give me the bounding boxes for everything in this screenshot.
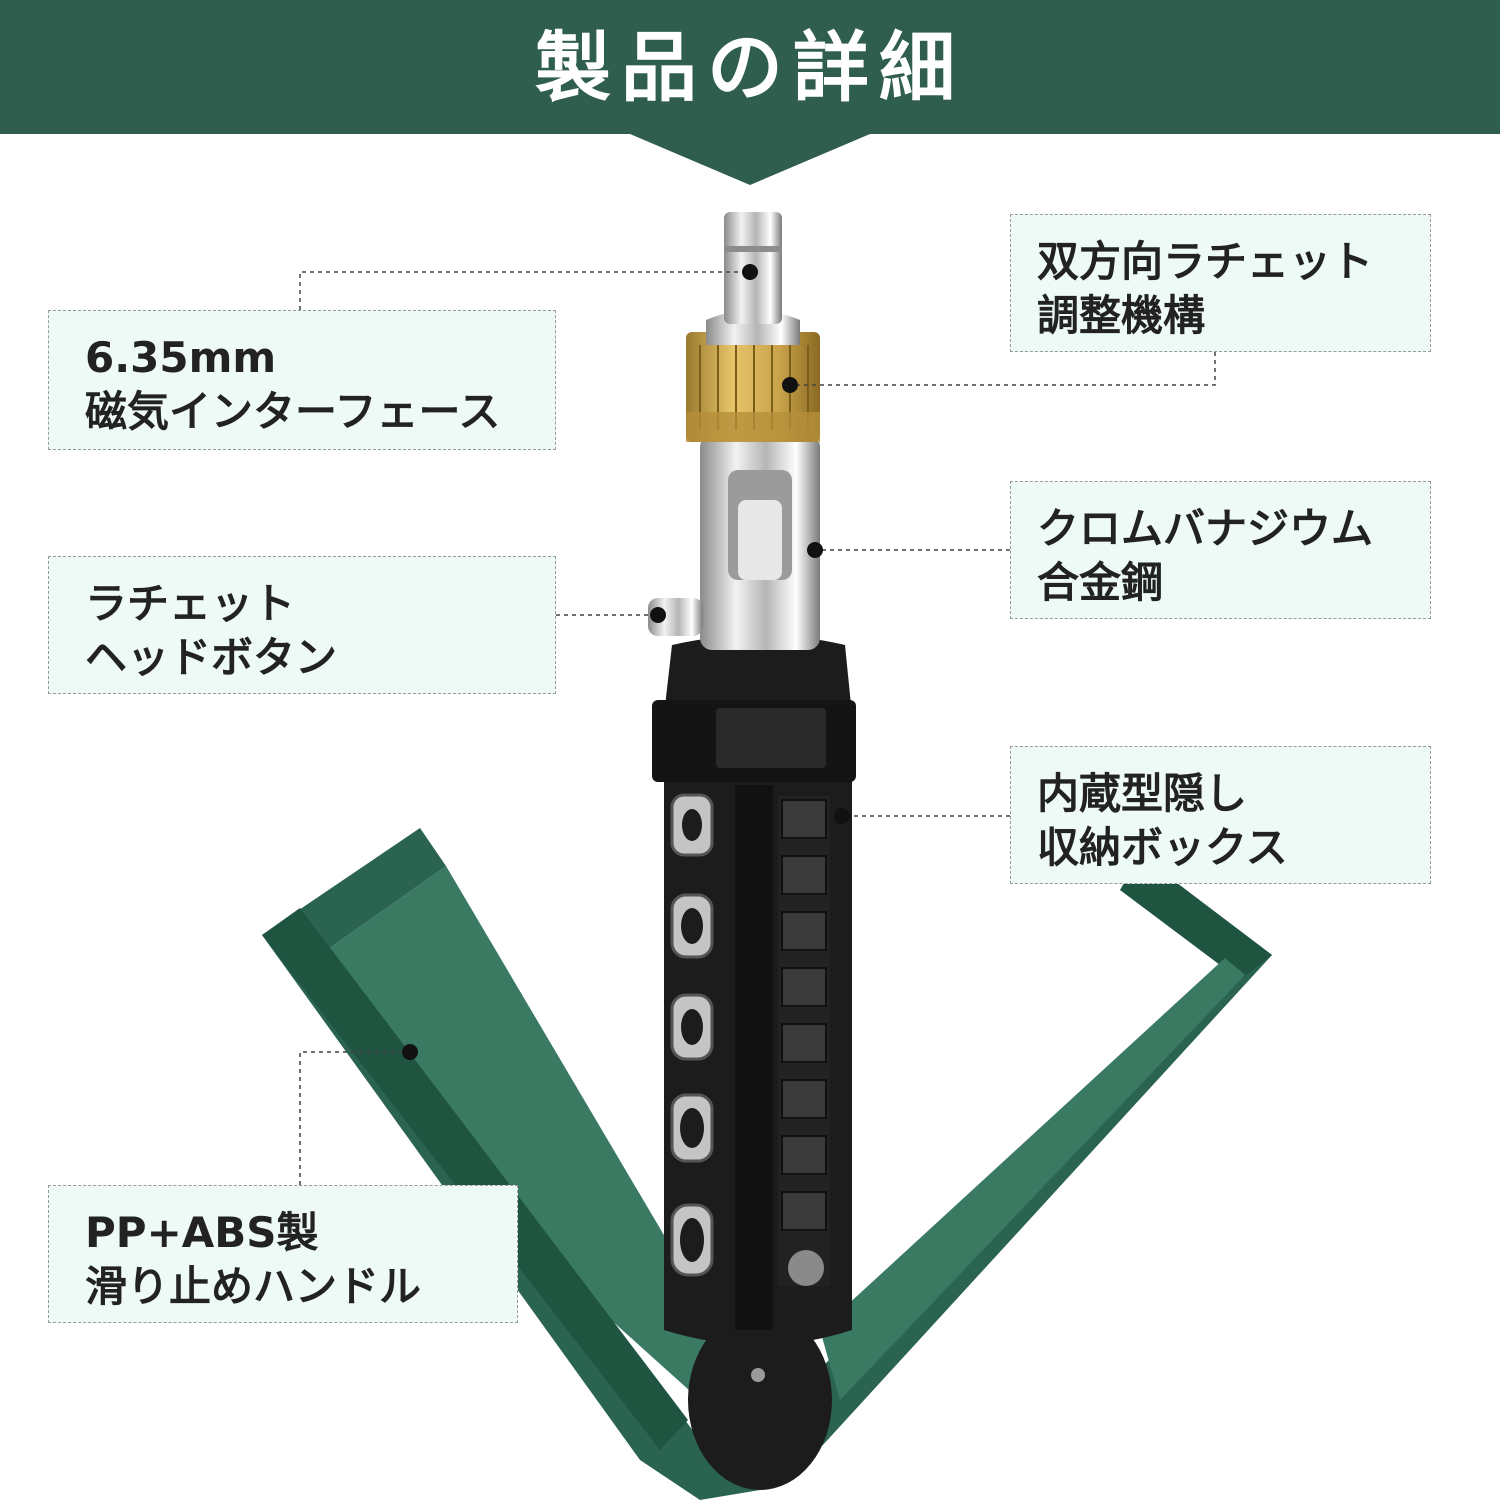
header-bar bbox=[0, 0, 1500, 134]
ratchet-head bbox=[648, 435, 820, 650]
callout-line-2: ヘッドボタン bbox=[85, 633, 338, 682]
callout-line-2: 磁気インターフェース bbox=[85, 387, 501, 436]
callout-line-1: 双方向ラチェット bbox=[1037, 237, 1374, 286]
callout-line-2: 調整機構 bbox=[1037, 291, 1206, 340]
callout-line-2: 合金鋼 bbox=[1037, 558, 1164, 607]
right-handle-half bbox=[760, 855, 1272, 1470]
callout-line-1: 6.35mm bbox=[85, 333, 277, 382]
left-handle-half bbox=[262, 828, 760, 1500]
callout-bidirectional-ratchet: 双方向ラチェット 調整機構 bbox=[1010, 214, 1431, 352]
callout-magnetic-interface: 6.35mm 磁気インターフェース bbox=[48, 310, 556, 450]
callout-line-1: 内蔵型隠し bbox=[1037, 769, 1248, 818]
callout-ratchet-head-button: ラチェット ヘッドボタン bbox=[48, 556, 556, 694]
magnetic-shaft bbox=[706, 212, 800, 345]
callout-line-1: PP+ABS製 bbox=[85, 1208, 319, 1257]
callout-line-2: 収納ボックス bbox=[1037, 823, 1288, 872]
callout-line-1: クロムバナジウム bbox=[1037, 504, 1374, 553]
callout-line-2: 滑り止めハンドル bbox=[85, 1262, 422, 1311]
callout-chrome-vanadium: クロムバナジウム 合金鋼 bbox=[1010, 481, 1431, 619]
page-title: 製品の詳細 bbox=[535, 23, 965, 112]
callout-line-1: ラチェット bbox=[85, 579, 296, 628]
callout-handle: PP+ABS製 滑り止めハンドル bbox=[48, 1185, 518, 1323]
bit-column bbox=[778, 796, 830, 1286]
header-pointer bbox=[630, 134, 870, 185]
callout-hidden-storage: 内蔵型隠し 収納ボックス bbox=[1010, 746, 1431, 884]
